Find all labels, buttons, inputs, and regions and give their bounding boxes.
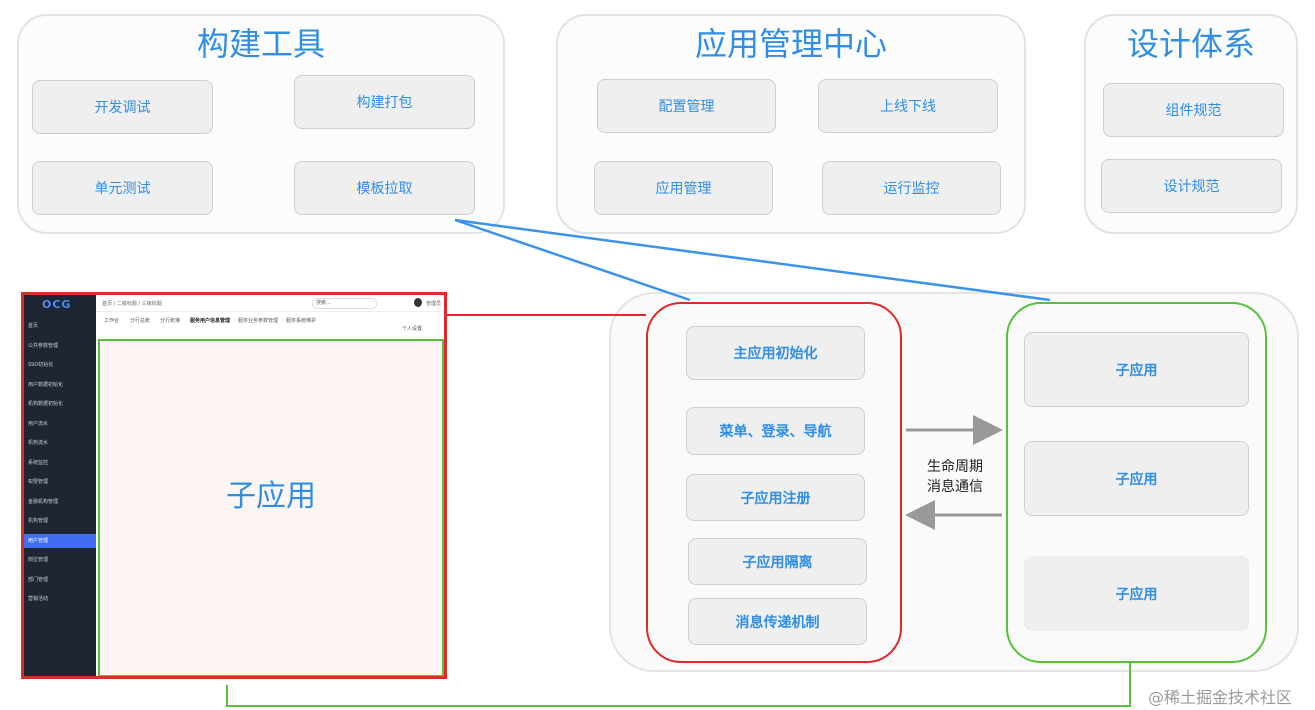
screenshot-menu-item[interactable]: 用户数据初始化 bbox=[28, 381, 64, 388]
main-app-group bbox=[646, 302, 902, 663]
runtime-monitor-button[interactable]: 运行监控 bbox=[822, 161, 1001, 215]
screenshot-logo: OCG bbox=[42, 298, 72, 311]
sub-app-item-1[interactable]: 子应用 bbox=[1024, 332, 1249, 407]
screenshot-topbar: 首页 / 二级标题 / 三级标题 搜索... 管理员 bbox=[96, 295, 444, 312]
app-manage-button[interactable]: 应用管理 bbox=[594, 161, 773, 215]
sub-app-item-2[interactable]: 子应用 bbox=[1024, 441, 1249, 516]
screenshot-personal-settings[interactable]: 个人设置 bbox=[402, 326, 423, 332]
screenshot-tab[interactable]: 服务用户信息管理 bbox=[190, 318, 231, 324]
screenshot-menu-item[interactable]: 部门管理 bbox=[28, 576, 49, 583]
screenshot-menu-item[interactable]: 机构数据初始化 bbox=[28, 401, 64, 407]
screenshot-tabs: 工作台 分行总账 分行账簿 服务用户信息管理 服务业务参数管理 服务系统维护 个… bbox=[96, 312, 444, 332]
screenshot-menu-item[interactable]: 金融机构管理 bbox=[28, 498, 59, 505]
screenshot-tab[interactable]: 分行总账 bbox=[130, 318, 151, 324]
design-spec-button[interactable]: 设计规范 bbox=[1101, 159, 1282, 213]
watermark: @稀土掘金技术社区 bbox=[1148, 688, 1293, 707]
lifecycle-label: 生命周期 消息通信 bbox=[905, 457, 1005, 497]
screenshot-menu-item[interactable]: 岗位管理 bbox=[28, 557, 49, 563]
lifecycle-label-line-2: 消息通信 bbox=[927, 479, 983, 495]
screenshot-menu-item[interactable]: 用户管理 bbox=[24, 533, 96, 548]
sub-app-item-3[interactable]: 子应用 bbox=[1024, 556, 1249, 631]
blue-connector-to-main bbox=[454, 218, 691, 302]
screenshot-tab[interactable]: 服务业务参数管理 bbox=[238, 318, 279, 324]
screenshot-tab[interactable]: 分行账簿 bbox=[160, 318, 181, 324]
app-screenshot: OCG 首页公共参数管理 SSO初始化用户数据初始化机构数据初始化用户流水机构流水… bbox=[21, 292, 447, 679]
screenshot-menu-item[interactable]: 用户流水 bbox=[28, 420, 49, 427]
screenshot-avatar bbox=[414, 298, 422, 307]
screenshot-menu-item[interactable]: 系统监控 bbox=[28, 459, 49, 466]
menu-login-nav-item[interactable]: 菜单、登录、导航 bbox=[686, 407, 865, 455]
blue-connector-to-sub bbox=[454, 218, 1051, 302]
app-management-title: 应用管理中心 bbox=[694, 25, 887, 63]
design-system-title: 设计体系 bbox=[1126, 25, 1255, 63]
screenshot-sidebar: OCG 首页公共参数管理 SSO初始化用户数据初始化机构数据初始化用户流水机构流水… bbox=[24, 295, 96, 676]
screenshot-menu-item[interactable]: 机构流水 bbox=[28, 440, 49, 446]
template-pull-button[interactable]: 模板拉取 bbox=[294, 161, 475, 215]
sub-app-isolation-item[interactable]: 子应用隔离 bbox=[688, 538, 867, 585]
screenshot-tab[interactable]: 工作台 bbox=[104, 318, 120, 324]
screenshot-breadcrumb: 首页 / 二级标题 / 三级标题 bbox=[102, 301, 162, 307]
screenshot-menu-item[interactable]: SSO初始化 bbox=[28, 362, 54, 368]
sub-app-group bbox=[1006, 302, 1267, 663]
main-app-init-item[interactable]: 主应用初始化 bbox=[686, 326, 865, 380]
online-offline-button[interactable]: 上线下线 bbox=[818, 79, 998, 133]
sub-app-content-area: 子应用 bbox=[98, 339, 444, 676]
green-connector bbox=[226, 663, 1131, 707]
lifecycle-label-line-1: 生命周期 bbox=[927, 459, 983, 475]
component-spec-button[interactable]: 组件规范 bbox=[1103, 83, 1284, 137]
screenshot-user[interactable]: 管理员 bbox=[426, 301, 442, 307]
screenshot-menu-item[interactable]: 营销活动 bbox=[28, 596, 49, 602]
screenshot-menu-item[interactable]: 机构管理 bbox=[28, 518, 49, 524]
sub-app-content-label: 子应用 bbox=[226, 479, 316, 514]
screenshot-tab[interactable]: 服务系统维护 bbox=[286, 318, 317, 324]
screenshot-search[interactable]: 搜索... bbox=[312, 298, 377, 309]
screenshot-menu-item[interactable]: 公共参数管理 bbox=[28, 342, 59, 349]
build-tools-title: 构建工具 bbox=[196, 25, 325, 63]
build-package-button[interactable]: 构建打包 bbox=[294, 75, 475, 129]
screenshot-menu-item[interactable]: 权限管理 bbox=[28, 479, 49, 485]
unit-test-button[interactable]: 单元测试 bbox=[32, 161, 213, 215]
screenshot-menu-item[interactable]: 首页 bbox=[28, 323, 39, 329]
sub-app-register-item[interactable]: 子应用注册 bbox=[686, 474, 865, 521]
config-management-button[interactable]: 配置管理 bbox=[597, 79, 776, 133]
message-passing-item[interactable]: 消息传递机制 bbox=[688, 598, 867, 645]
dev-debug-button[interactable]: 开发调试 bbox=[32, 80, 213, 134]
